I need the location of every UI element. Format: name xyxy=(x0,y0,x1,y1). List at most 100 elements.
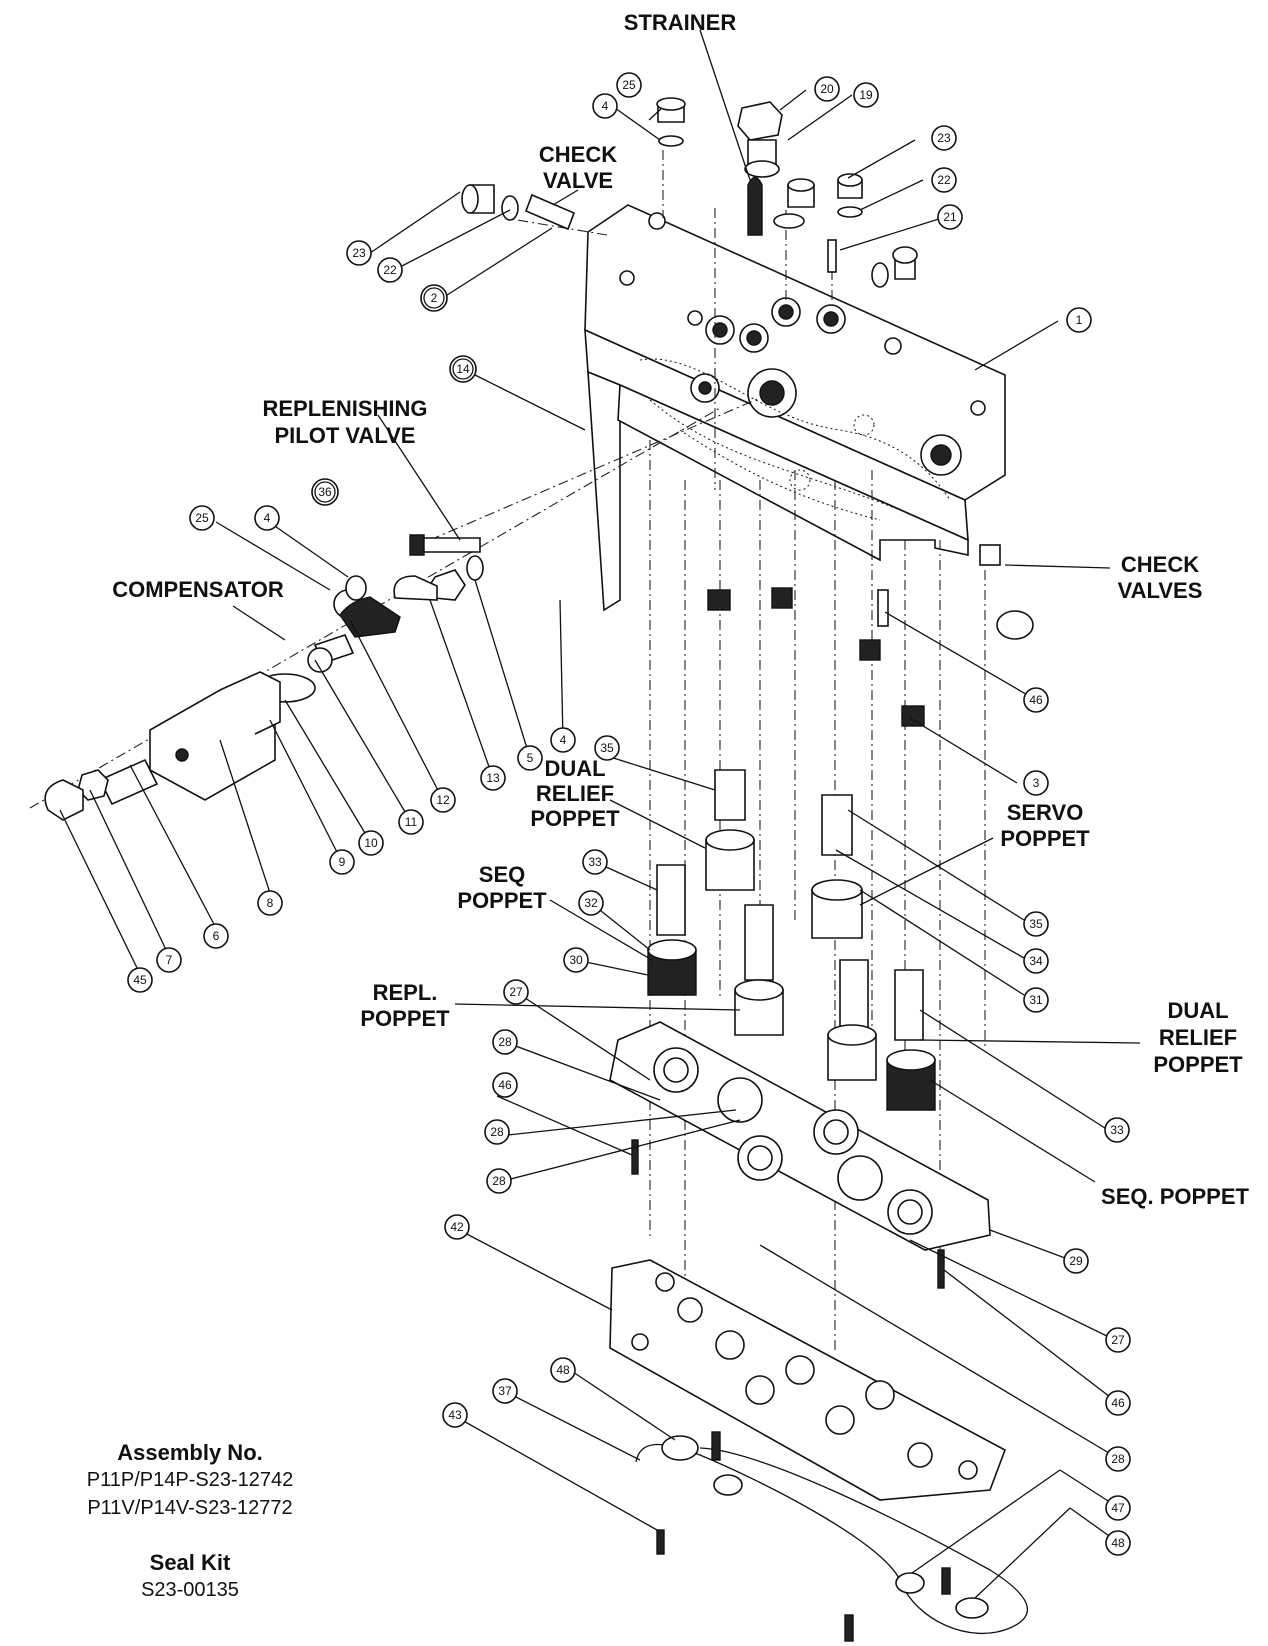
leader-lines xyxy=(59,29,1141,1599)
callout: 48 xyxy=(550,1357,576,1383)
assembly-info: Assembly No. P11P/P14P-S23-12742 P11V/P1… xyxy=(40,1440,340,1604)
svg-text:32: 32 xyxy=(584,896,598,910)
callout: 20 xyxy=(814,76,840,102)
label-check-valves: CHECK xyxy=(1121,552,1199,577)
label-dual-relief-poppet-lower-3: POPPET xyxy=(1153,1052,1243,1077)
seal-kit-number: S23-00135 xyxy=(141,1579,239,1601)
callout: 25 xyxy=(189,505,215,531)
svg-text:27: 27 xyxy=(509,985,523,999)
svg-text:28: 28 xyxy=(492,1174,506,1188)
label-compensator: COMPENSATOR xyxy=(112,577,284,602)
callout: 4 xyxy=(550,727,576,753)
svg-text:47: 47 xyxy=(1111,1501,1125,1515)
svg-text:21: 21 xyxy=(943,210,957,224)
label-strainer: STRAINER xyxy=(624,10,737,35)
callout: 4 xyxy=(254,505,280,531)
seal-kit-heading: Seal Kit xyxy=(149,1550,231,1575)
callout: 31 xyxy=(1023,987,1049,1013)
callout: 3 xyxy=(1023,770,1049,796)
label-replenishing-pilot-valve: REPLENISHING xyxy=(262,396,427,421)
svg-text:1: 1 xyxy=(1076,313,1083,327)
svg-text:27: 27 xyxy=(1111,1333,1125,1347)
callout: 19 xyxy=(853,82,879,108)
label-check-valve: CHECK xyxy=(539,142,617,167)
svg-text:28: 28 xyxy=(1111,1452,1125,1466)
callout: 7 xyxy=(156,947,182,973)
svg-text:33: 33 xyxy=(1110,1123,1124,1137)
callout: 14 xyxy=(449,355,477,383)
svg-text:36: 36 xyxy=(318,485,332,499)
assembly-number-2: P11V/P14V-S23-12772 xyxy=(87,1497,293,1519)
callout: 35 xyxy=(594,735,620,761)
callout: 9 xyxy=(329,849,355,875)
callout: 5 xyxy=(517,745,543,771)
svg-text:20: 20 xyxy=(820,82,834,96)
assembly-heading: Assembly No. xyxy=(117,1440,263,1465)
svg-text:13: 13 xyxy=(486,771,500,785)
svg-text:5: 5 xyxy=(527,751,534,765)
label-replenishing-pilot-valve-2: PILOT VALVE xyxy=(275,423,416,448)
label-seq-poppet-lower: SEQ. POPPET xyxy=(1101,1184,1249,1209)
callout: 27 xyxy=(503,979,529,1005)
svg-text:46: 46 xyxy=(498,1078,512,1092)
label-dual-relief-poppet-lower: DUAL xyxy=(1167,998,1228,1023)
callout: 1 xyxy=(1066,307,1092,333)
callout: 28 xyxy=(484,1119,510,1145)
svg-text:33: 33 xyxy=(588,855,602,869)
callout: 27 xyxy=(1105,1327,1131,1353)
assembly-number-1: P11P/P14P-S23-12742 xyxy=(86,1469,294,1491)
callout: 28 xyxy=(1105,1446,1131,1472)
callout: 22 xyxy=(377,257,403,283)
svg-text:12: 12 xyxy=(436,793,450,807)
callout: 4 xyxy=(592,93,618,119)
callout: 46 xyxy=(492,1072,518,1098)
svg-text:25: 25 xyxy=(195,511,209,525)
label-seq-poppet: SEQ xyxy=(479,862,525,887)
callout: 35 xyxy=(1023,911,1049,937)
callout: 11 xyxy=(398,809,424,835)
svg-text:4: 4 xyxy=(264,511,271,525)
label-repl-poppet: REPL. xyxy=(373,980,438,1005)
svg-text:14: 14 xyxy=(456,362,470,376)
svg-text:10: 10 xyxy=(364,836,378,850)
label-check-valve-2: VALVE xyxy=(543,168,613,193)
svg-text:46: 46 xyxy=(1111,1396,1125,1410)
callout: 45 xyxy=(127,967,153,993)
callout: 25 xyxy=(616,72,642,98)
callout: 33 xyxy=(1104,1117,1130,1143)
svg-text:28: 28 xyxy=(498,1035,512,1049)
svg-text:37: 37 xyxy=(498,1384,512,1398)
callouts: 25 4 20 19 23 22 21 23 22 2 1 14 36 25 4… xyxy=(127,72,1131,1556)
svg-text:31: 31 xyxy=(1029,993,1043,1007)
svg-text:22: 22 xyxy=(383,263,397,277)
callout: 23 xyxy=(346,240,372,266)
label-dual-relief-poppet-upper-2: RELIEF xyxy=(536,781,614,806)
label-servo-poppet-2: POPPET xyxy=(1000,826,1090,851)
svg-text:6: 6 xyxy=(213,929,220,943)
callout: 29 xyxy=(1063,1248,1089,1274)
callout: 36 xyxy=(311,478,339,506)
callout: 6 xyxy=(203,923,229,949)
label-check-valves-2: VALVES xyxy=(1118,578,1203,603)
callout: 46 xyxy=(1105,1390,1131,1416)
callout: 8 xyxy=(257,890,283,916)
callout: 32 xyxy=(578,890,604,916)
callout: 46 xyxy=(1023,687,1049,713)
svg-text:23: 23 xyxy=(352,246,366,260)
svg-text:2: 2 xyxy=(431,291,438,305)
compensator-assembly xyxy=(44,534,484,821)
svg-text:4: 4 xyxy=(602,99,609,113)
callout: 10 xyxy=(358,830,384,856)
poppets-and-springs xyxy=(631,544,1034,1289)
svg-text:3: 3 xyxy=(1033,776,1040,790)
svg-text:7: 7 xyxy=(166,953,173,967)
label-dual-relief-poppet-lower-2: RELIEF xyxy=(1159,1025,1237,1050)
callout: 28 xyxy=(492,1029,518,1055)
valve-body xyxy=(584,204,1006,612)
plates-and-gaskets xyxy=(609,1021,1028,1642)
svg-text:45: 45 xyxy=(133,973,147,987)
part-labels: STRAINER CHECK VALVE REPLENISHING PILOT … xyxy=(112,10,1249,1209)
svg-text:11: 11 xyxy=(405,815,418,829)
label-dual-relief-poppet-upper-3: POPPET xyxy=(530,806,620,831)
